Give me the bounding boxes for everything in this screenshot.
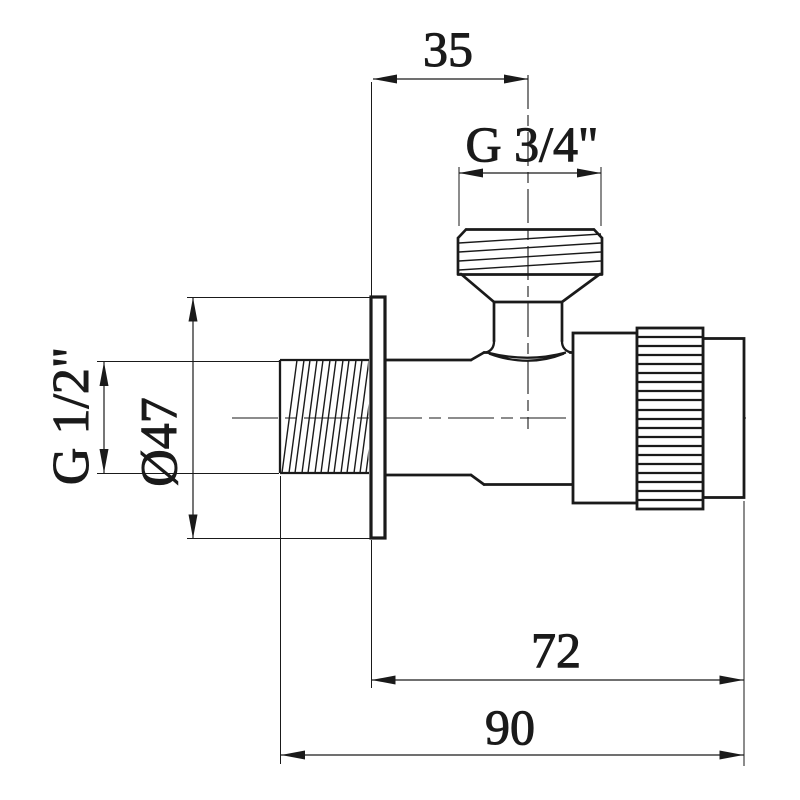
bonnet xyxy=(571,331,639,505)
outlet-port xyxy=(456,228,604,343)
dimension-length-to-plate: 72 xyxy=(371,501,745,766)
dimension-top-offset-label: 35 xyxy=(423,21,473,77)
dimension-top-offset: 35 xyxy=(371,21,528,296)
dimension-inlet-thread: G 1/2" xyxy=(43,346,279,486)
inlet-thread-hatching xyxy=(281,361,369,472)
centerlines xyxy=(232,75,746,429)
end-cap xyxy=(701,337,746,499)
dimension-plate-diameter-label: Ø47 xyxy=(131,397,188,487)
knurl-lines xyxy=(637,335,703,502)
dimension-overall-length: 90 xyxy=(280,476,744,764)
dimension-inlet-thread-label: G 1/2" xyxy=(43,347,100,485)
neck-fillet xyxy=(485,339,572,362)
valve-body xyxy=(384,339,575,486)
dimension-outlet-thread: G 3/4" xyxy=(458,116,602,226)
dimension-outlet-thread-label: G 3/4" xyxy=(466,116,599,172)
dimension-plate-diameter: Ø47 xyxy=(131,297,370,539)
inlet-thread xyxy=(278,358,369,475)
wall-plate xyxy=(369,295,387,540)
dimension-overall-length-label: 90 xyxy=(485,699,535,755)
dimension-length-to-plate-label: 72 xyxy=(531,622,581,678)
knurled-handle xyxy=(635,326,705,511)
outlet-thread-hatching xyxy=(458,233,602,271)
